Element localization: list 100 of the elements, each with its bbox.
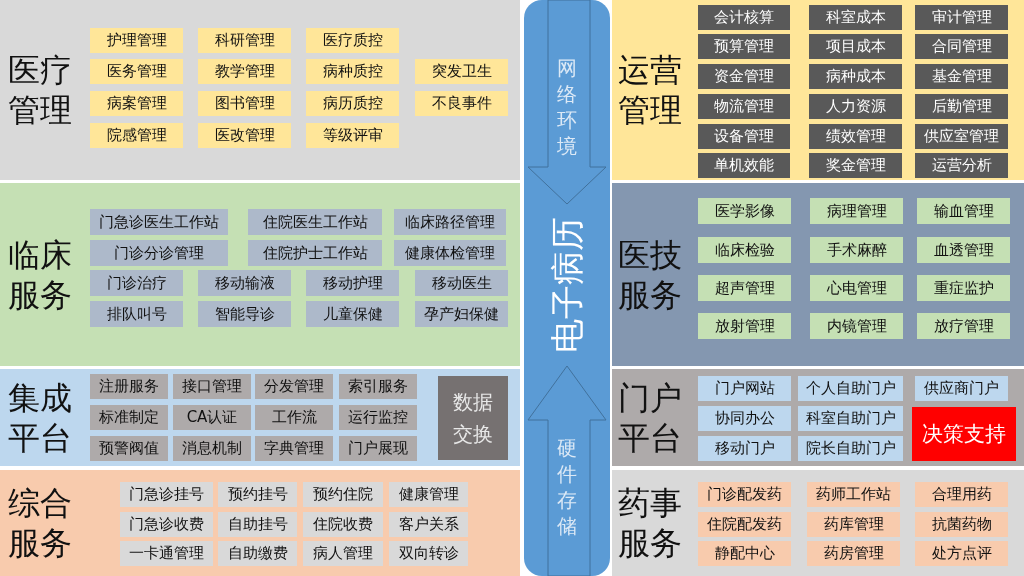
- module-box: 门急诊医生工作站: [90, 209, 228, 235]
- module-box: 住院医生工作站: [248, 209, 382, 235]
- central-column: [524, 0, 610, 576]
- module-box: 内镜管理: [810, 313, 903, 339]
- module-box: 科室成本: [809, 5, 902, 30]
- module-box: 静配中心: [698, 541, 791, 566]
- module-box: 审计管理: [915, 5, 1008, 30]
- panel-heading: 医技服务: [618, 235, 683, 315]
- module-box: 门诊分诊管理: [90, 240, 228, 266]
- module-box: 单机效能: [698, 153, 790, 178]
- module-box: 智能导诊: [198, 301, 291, 327]
- module-box: 物流管理: [698, 94, 790, 119]
- category-panel: [0, 183, 520, 366]
- module-box: 消息机制: [173, 436, 251, 461]
- module-box: 血透管理: [917, 237, 1010, 263]
- module-box: 门户网站: [698, 376, 791, 401]
- module-box: 放疗管理: [917, 313, 1010, 339]
- module-box: 移动医生: [415, 270, 508, 296]
- module-box: 药房管理: [807, 541, 900, 566]
- module-box: 放射管理: [698, 313, 791, 339]
- module-box: 运营分析: [915, 153, 1008, 178]
- module-box: 科研管理: [198, 28, 291, 53]
- module-box: 手术麻醉: [810, 237, 903, 263]
- module-box: 预警阀值: [90, 436, 168, 461]
- module-box: 注册服务: [90, 374, 168, 399]
- module-box: 临床路径管理: [394, 209, 506, 235]
- module-box: 病种成本: [809, 64, 902, 89]
- module-box: 医疗质控: [306, 28, 399, 53]
- category-panel: [0, 369, 520, 466]
- panel-heading: 医疗管理: [8, 50, 73, 130]
- category-panel: [612, 470, 1024, 576]
- module-box: 字典管理: [255, 436, 333, 461]
- module-box: 后勤管理: [915, 94, 1008, 119]
- module-box: 奖金管理: [809, 153, 902, 178]
- module-box: 等级评审: [306, 123, 399, 148]
- module-box: 病历质控: [306, 91, 399, 116]
- module-box: 不良事件: [415, 91, 508, 116]
- category-panel: [612, 369, 1024, 466]
- category-panel: [612, 0, 1024, 180]
- module-box: 图书管理: [198, 91, 291, 116]
- module-box: 医改管理: [198, 123, 291, 148]
- module-box: 医务管理: [90, 59, 183, 84]
- module-box: 药师工作站: [807, 482, 900, 507]
- module-box: 健康管理: [389, 482, 468, 507]
- module-box: 孕产妇保健: [415, 301, 508, 327]
- module-box: 院感管理: [90, 123, 183, 148]
- module-box: 儿童保健: [306, 301, 399, 327]
- panel-heading: 药事服务: [618, 483, 683, 563]
- panel-heading: 门户平台: [618, 378, 683, 458]
- module-box: 资金管理: [698, 64, 790, 89]
- module-box: 移动门户: [698, 436, 791, 461]
- module-box: 重症监护: [917, 275, 1010, 301]
- panel-heading: 运营管理: [618, 50, 683, 130]
- module-box: 基金管理: [915, 64, 1008, 89]
- module-box: 一卡通管理: [120, 541, 213, 566]
- module-box: 合同管理: [915, 34, 1008, 59]
- module-box: 病案管理: [90, 91, 183, 116]
- module-box: 运行监控: [339, 405, 417, 430]
- module-box: 绩效管理: [809, 124, 902, 149]
- module-box: 索引服务: [339, 374, 417, 399]
- module-box: 医学影像: [698, 198, 791, 224]
- module-box: 病理管理: [810, 198, 903, 224]
- module-box: 协同办公: [698, 406, 791, 431]
- module-box: 自助缴费: [218, 541, 297, 566]
- module-box: 教学管理: [198, 59, 291, 84]
- block-arrow: [527, 365, 607, 576]
- module-box: 预算管理: [698, 34, 790, 59]
- module-box: 设备管理: [698, 124, 790, 149]
- module-box: 院长自助门户: [798, 436, 903, 461]
- module-box: 合理用药: [915, 482, 1008, 507]
- module-box: 门诊配发药: [698, 482, 791, 507]
- module-box: 自助挂号: [218, 512, 297, 537]
- module-box: 排队叫号: [90, 301, 183, 327]
- module-box: 住院配发药: [698, 512, 791, 537]
- module-box: 双向转诊: [389, 541, 468, 566]
- module-box: 客户关系: [389, 512, 468, 537]
- module-box: 预约挂号: [218, 482, 297, 507]
- module-box: 供应商门户: [915, 376, 1008, 401]
- module-box: 工作流: [255, 405, 333, 430]
- module-box: 门户展现: [339, 436, 417, 461]
- module-box: 项目成本: [809, 34, 902, 59]
- module-box: 临床检验: [698, 237, 791, 263]
- module-box: 门诊治疗: [90, 270, 183, 296]
- panel-heading: 综合服务: [8, 483, 73, 563]
- module-box: CA认证: [173, 405, 251, 430]
- arrow-label: 网络环境: [557, 55, 577, 159]
- module-box: 科室自助门户: [798, 406, 903, 431]
- module-box: 护理管理: [90, 28, 183, 53]
- module-box: 突发卫生: [415, 59, 508, 84]
- module-box: 抗菌药物: [915, 512, 1008, 537]
- category-panel: [0, 0, 520, 180]
- module-box: 病种质控: [306, 59, 399, 84]
- module-box: 处方点评: [915, 541, 1008, 566]
- module-box: 门急诊挂号: [120, 482, 213, 507]
- module-box: 心电管理: [810, 275, 903, 301]
- module-box: 移动护理: [306, 270, 399, 296]
- module-box: 会计核算: [698, 5, 790, 30]
- arrow-label: 硬件存储: [557, 435, 577, 539]
- module-box: 标准制定: [90, 405, 168, 430]
- module-box: 病人管理: [303, 541, 383, 566]
